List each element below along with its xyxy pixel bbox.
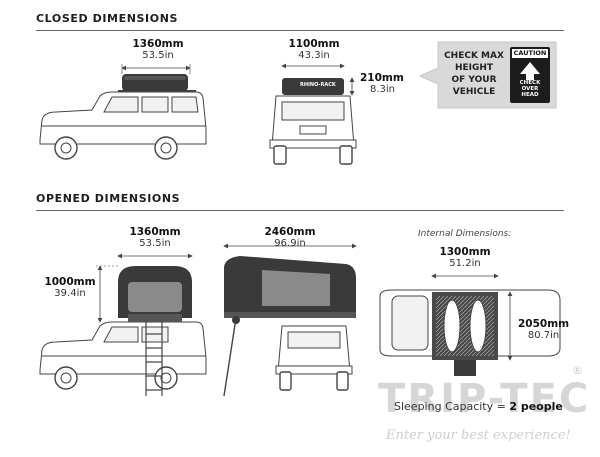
- notice-box: [418, 41, 557, 109]
- closed-rear-tent: [282, 78, 344, 95]
- closed-width-label: 1100mm 43.3in: [276, 38, 352, 61]
- caution-label: CAUTION: [513, 49, 547, 57]
- opened-side-ladder: [145, 322, 163, 396]
- watermark-tagline: Enter your best experience!: [386, 428, 571, 443]
- sleeping-capacity-label: Sleeping Capacity =: [394, 400, 510, 413]
- notice-line-4: VEHICLE: [452, 87, 496, 97]
- internal-width-mm: 1300mm: [439, 246, 491, 258]
- closed-side-tent: [122, 74, 188, 91]
- opened-height-in: 39.4in: [54, 288, 86, 299]
- internal-width-in: 51.2in: [449, 258, 481, 269]
- closed-section-rule: [36, 30, 564, 31]
- sign-line-3: HEAD: [521, 92, 539, 98]
- closed-height-mm: 210mm: [360, 72, 404, 84]
- internal-length-label: 2050mm 80.7in: [518, 318, 569, 341]
- closed-length-mm: 1360mm: [132, 38, 184, 50]
- opened-extended-tent: [223, 256, 356, 397]
- opened-section-rule: [36, 210, 564, 211]
- opened-length-mm: 1360mm: [129, 226, 181, 238]
- opened-extended-in: 96.9in: [274, 238, 306, 249]
- opened-extended-mm: 2460mm: [264, 226, 316, 238]
- closed-width-in: 43.3in: [298, 50, 330, 61]
- closed-length-label: 1360mm 53.5in: [120, 38, 196, 61]
- watermark-registered: ®: [572, 364, 583, 377]
- closed-dimensions-title: CLOSED DIMENSIONS: [36, 12, 179, 25]
- sleeping-capacity-value: 2 people: [509, 400, 563, 413]
- closed-height-label: 210mm 8.3in: [360, 72, 404, 95]
- closed-side-vehicle: [39, 90, 207, 160]
- notice-line-2: HEIGHT: [454, 63, 494, 73]
- opened-height-mm: 1000mm: [44, 276, 96, 288]
- opened-length-in: 53.5in: [139, 238, 171, 249]
- watermark-brand: TRIP-TEC: [378, 376, 591, 422]
- closed-tent-brand: RHINO-RACK: [300, 82, 336, 88]
- notice-line-1: CHECK MAX: [444, 51, 504, 61]
- notice-line-3: OF YOUR: [451, 75, 497, 85]
- closed-length-in: 53.5in: [142, 50, 174, 61]
- closed-width-mm: 1100mm: [288, 38, 340, 50]
- internal-width-label: 1300mm 51.2in: [428, 246, 502, 269]
- notice-text: CHECK MAX HEIGHT OF YOUR VEHICLE: [440, 50, 508, 98]
- opened-length-label: 1360mm 53.5in: [117, 226, 193, 249]
- closed-rear-vehicle: [269, 95, 357, 165]
- internal-dimensions-label: Internal Dimensions:: [418, 229, 512, 239]
- opened-extended-label: 2460mm 96.9in: [252, 226, 328, 249]
- opened-side-tent: [118, 266, 192, 322]
- sign-line-2: OVER: [521, 86, 539, 92]
- sign-line-1: CHECK: [519, 80, 541, 86]
- internal-length-in: 80.7in: [527, 330, 560, 341]
- sleeping-capacity: Sleeping Capacity = 2 people: [394, 400, 563, 413]
- internal-length-mm: 2050mm: [518, 318, 570, 330]
- closed-height-in: 8.3in: [370, 84, 396, 95]
- top-view-tent: [432, 292, 498, 376]
- caution-sign-text: CHECK OVER HEAD: [512, 80, 548, 98]
- opened-height-label: 1000mm 39.4in: [44, 276, 96, 299]
- opened-rear-vehicle: [275, 325, 353, 391]
- opened-side-vehicle: [39, 321, 207, 390]
- opened-dimensions-title: OPENED DIMENSIONS: [36, 192, 181, 205]
